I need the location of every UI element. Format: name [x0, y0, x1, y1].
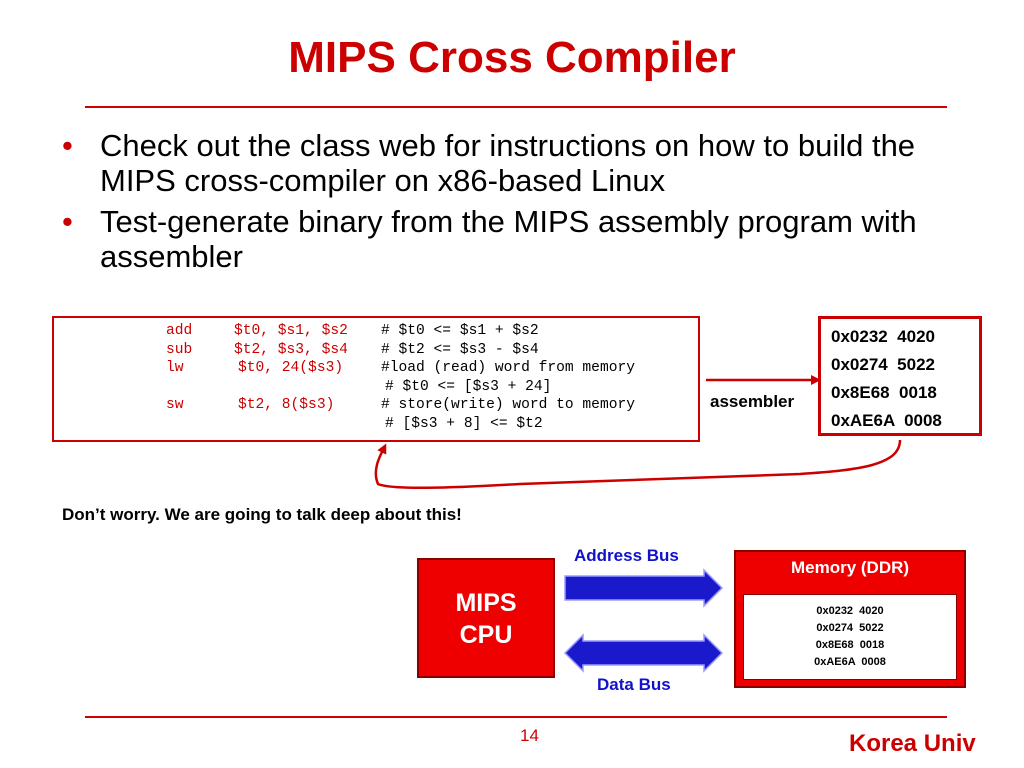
data-bus-label: Data Bus: [597, 675, 671, 694]
code-comment: # store(write) word to memory: [381, 397, 635, 413]
memory-word: 0xAE6A 0008: [814, 656, 886, 668]
data-bus-arrow-icon: [563, 633, 724, 673]
code-op: sub: [166, 341, 193, 358]
brand-label: Korea Univ: [849, 730, 976, 757]
assembly-code-box: add $t0, $s1, $s2 # $t0 <= $s1 + $s2 sub…: [52, 316, 700, 442]
code-op: add: [166, 323, 193, 339]
binary-word: 0xAE6A 0008: [831, 411, 942, 430]
code-comment: # $t0 <= $s1 + $s2: [381, 323, 539, 339]
page-number: 14: [520, 726, 539, 745]
memory-word: 0x8E68 0018: [815, 639, 885, 651]
code-args: $t0, $s1, $s2: [234, 323, 348, 339]
feedback-arrow: [374, 439, 902, 490]
bullet-item: • Test-generate binary from the MIPS ass…: [62, 204, 962, 274]
memory-word: 0x0232 4020: [816, 605, 884, 617]
code-args: $t2, $s3, $s4: [234, 341, 348, 358]
mips-cpu-block: MIPS CPU: [417, 558, 555, 678]
code-comment: #load (read) word from memory: [381, 360, 635, 376]
slide-title: MIPS Cross Compiler: [288, 33, 736, 82]
memory-title: Memory (DDR): [790, 558, 910, 577]
bullet-text: Check out the class web for instructions…: [100, 128, 916, 198]
code-op: sw: [166, 397, 184, 413]
memory-contents: 0x0232 4020 0x0274 5022 0x8E68 0018 0xAE…: [743, 594, 957, 680]
binary-word: 0x0274 5022: [831, 355, 935, 374]
binary-word: 0x0232 4020: [831, 327, 935, 346]
code-comment: # $t2 <= $s3 - $s4: [381, 341, 539, 358]
address-bus-arrow-icon: [564, 568, 724, 608]
bullet-item: • Check out the class web for instructio…: [62, 128, 962, 198]
memory-block: Memory (DDR) 0x0232 4020 0x0274 5022 0x8…: [734, 550, 966, 688]
assembler-label: assembler: [710, 392, 795, 411]
bullet-text: Test-generate binary from the MIPS assem…: [100, 204, 917, 274]
code-args: $t2, 8($s3): [238, 397, 335, 413]
cpu-label-line: CPU: [459, 621, 513, 649]
code-args: $t0, 24($s3): [238, 360, 344, 376]
bullet-marker: •: [62, 204, 73, 239]
memory-word: 0x0274 5022: [816, 622, 884, 634]
address-bus-label: Address Bus: [574, 546, 679, 565]
footer-divider: [85, 716, 947, 718]
cpu-label-line: MIPS: [455, 589, 517, 617]
binary-word: 0x8E68 0018: [831, 383, 937, 402]
note-text: Don’t worry. We are going to talk deep a…: [62, 505, 462, 524]
title-divider: [85, 106, 947, 108]
code-comment: # $t0 <= [$s3 + 24]: [385, 378, 552, 395]
code-comment: # [$s3 + 8] <= $t2: [385, 415, 543, 432]
code-op: lw: [166, 360, 184, 376]
bullet-marker: •: [62, 128, 73, 163]
bullet-list: • Check out the class web for instructio…: [62, 128, 962, 280]
